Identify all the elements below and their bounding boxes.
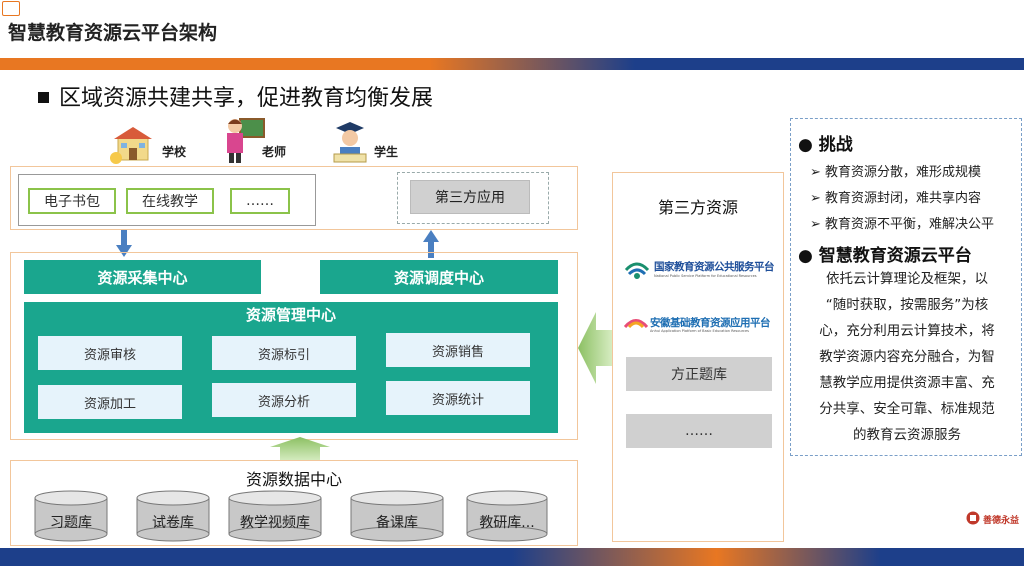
platform-description: 依托云计算理论及框架，以 “随时获取，按需服务”为核 心，充分利用云计算技术，将… bbox=[819, 271, 995, 443]
data-center-layer bbox=[10, 460, 578, 546]
national-platform-logo-icon bbox=[624, 262, 650, 279]
anhui-platform-name-en: Anhui Application Platform of Basic Educ… bbox=[650, 329, 749, 333]
platform-heading: ● 智慧教育资源云平台 bbox=[798, 246, 972, 266]
database-icon[interactable] bbox=[136, 490, 210, 542]
subtitle: 区域资源共建共享，促进教育均衡发展 bbox=[38, 80, 433, 112]
manage-item-index[interactable]: 资源标引 bbox=[212, 336, 356, 370]
info-box bbox=[790, 118, 1022, 456]
database-label: 试卷库 bbox=[152, 515, 194, 531]
database-icon[interactable] bbox=[350, 490, 444, 542]
database-label: 备课库 bbox=[376, 515, 418, 531]
third-party-resources-title: 第三方资源 bbox=[657, 198, 738, 217]
application-layer bbox=[10, 166, 578, 230]
challenge-item: ➢ 教育资源封闭，难共享内容 bbox=[810, 191, 982, 206]
page-title: 智慧教育资源云平台架构 bbox=[8, 22, 218, 44]
third-party-more[interactable]: …… bbox=[626, 414, 772, 448]
slide-icon bbox=[2, 1, 20, 16]
challenge-heading: ● 挑战 bbox=[798, 135, 853, 155]
database-label: 教研库... bbox=[479, 515, 535, 531]
school-icon bbox=[110, 127, 152, 164]
app-item-ebook[interactable]: 电子书包 bbox=[28, 188, 116, 214]
brand-name: 善德永益 bbox=[983, 516, 1020, 526]
data-center-title: 资源数据中心 bbox=[245, 470, 342, 489]
manage-item-statistics[interactable]: 资源统计 bbox=[386, 381, 530, 415]
national-platform-name-en: National Public Service Platform for Edu… bbox=[654, 274, 757, 278]
footer-bar bbox=[0, 548, 1024, 566]
role-label-teacher: 老师 bbox=[262, 145, 287, 159]
database-label: 教学视频库 bbox=[240, 515, 310, 531]
resource-collection-center[interactable]: 资源采集中心 bbox=[24, 260, 261, 294]
anhui-platform-logo-icon bbox=[624, 319, 648, 329]
database-icon[interactable] bbox=[228, 490, 322, 542]
resource-dispatch-center[interactable]: 资源调度中心 bbox=[320, 260, 558, 294]
database-icon[interactable] bbox=[34, 490, 108, 542]
arrow-left-green-icon bbox=[578, 312, 612, 384]
challenge-item: ➢ 教育资源分散，难形成规模 bbox=[810, 165, 982, 180]
manage-item-processing[interactable]: 资源加工 bbox=[38, 385, 182, 419]
brand-logo-icon bbox=[966, 511, 980, 525]
third-party-app-frame bbox=[397, 172, 549, 224]
third-party-app[interactable]: 第三方应用 bbox=[410, 180, 530, 214]
arrow-down-icon bbox=[116, 230, 132, 257]
manage-item-review[interactable]: 资源审核 bbox=[38, 336, 182, 370]
app-item-more[interactable]: …… bbox=[230, 188, 290, 214]
role-label-school: 学校 bbox=[162, 145, 187, 159]
role-label-student: 学生 bbox=[374, 145, 399, 159]
fangzheng-question-bank[interactable]: 方正题库 bbox=[626, 357, 772, 391]
database-icon[interactable] bbox=[466, 490, 548, 542]
arrow-up-icon bbox=[423, 230, 439, 258]
teacher-icon bbox=[227, 118, 265, 163]
challenge-item: ➢ 教育资源不平衡，难解决公平 bbox=[810, 217, 995, 232]
resource-management-title: 资源管理中心 bbox=[245, 306, 336, 324]
national-platform-name[interactable]: 国家教育资源公共服务平台 bbox=[654, 261, 775, 273]
app-item-online-teaching[interactable]: 在线教学 bbox=[126, 188, 214, 214]
square-bullet-icon bbox=[38, 91, 49, 103]
header-bar bbox=[0, 58, 1024, 70]
anhui-platform-name[interactable]: 安徽基础教育资源应用平台 bbox=[650, 317, 771, 329]
manage-item-analysis[interactable]: 资源分析 bbox=[212, 383, 356, 417]
student-icon bbox=[333, 122, 367, 163]
manage-item-sales[interactable]: 资源销售 bbox=[386, 333, 530, 367]
arrow-up-green-icon bbox=[270, 437, 330, 461]
database-label: 习题库 bbox=[50, 515, 92, 531]
